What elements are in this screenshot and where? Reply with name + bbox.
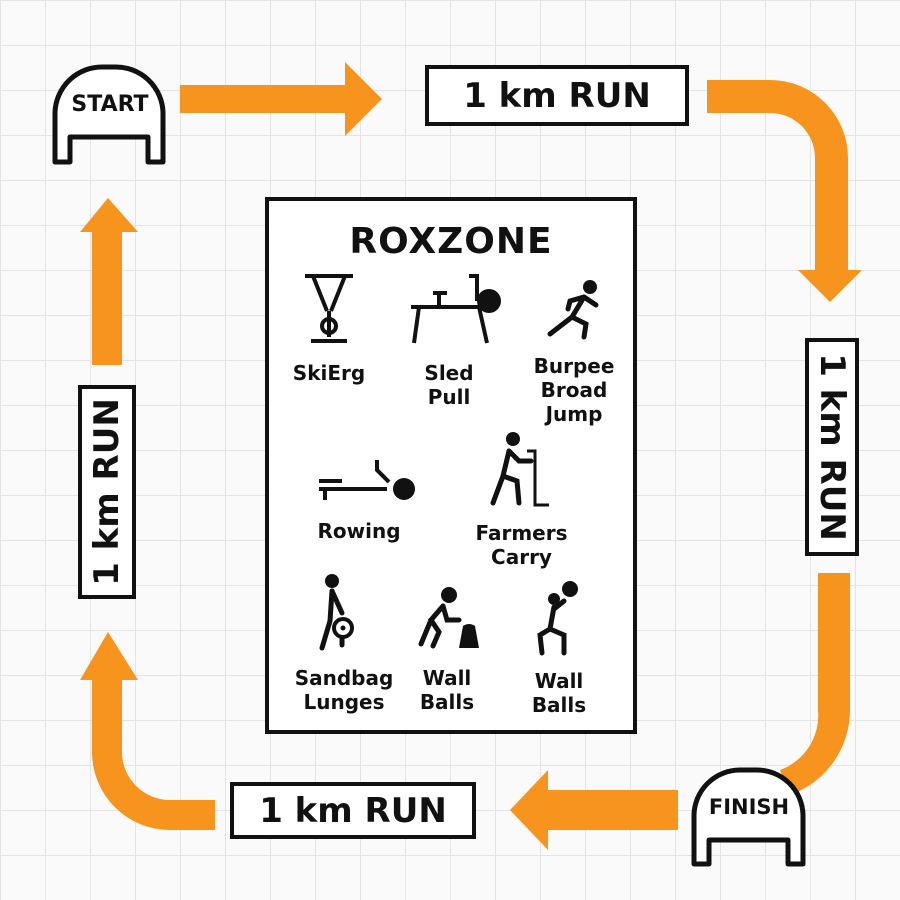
run-bottom: 1 km RUN [230,782,476,839]
finish-label: FINISH [708,795,790,819]
roxzone-title: ROXZONE [349,221,553,262]
station-label: SkiErg [292,361,366,385]
station-label: Rowing [317,519,401,543]
arrow-curve-up-icon [80,632,215,830]
run-bottom-label: 1 km RUN [259,790,447,831]
run-right: 1 km RUN [805,338,859,556]
station-label: Sled Pull [424,361,474,409]
arrow-up-icon [80,198,138,365]
wall-balls-crouch-icon [418,587,479,649]
skierg-icon [305,274,353,343]
station-label: Wall Balls [419,666,475,714]
run-right-label: 1 km RUN [812,353,852,541]
arrow-right-icon [180,62,382,136]
run-top: 1 km RUN [425,65,689,126]
runner-icon [547,280,599,340]
roxzone-panel: ROXZONE SkiErg Sled Pull Burpee Broad Ju… [265,197,637,734]
station-label: Farmers Carry [475,521,568,569]
station-label: Sandbag Lunges [294,666,394,714]
finish-gate-icon [691,767,806,867]
farmers-carry-icon [490,432,549,507]
run-top-label: 1 km RUN [463,75,651,116]
arrow-left-icon [510,770,678,850]
run-left-label: 1 km RUN [87,398,127,586]
station-label: Burpee Broad Jump [533,354,615,426]
arrow-curve-to-finish [780,573,851,795]
sled-pull-icon [411,274,501,344]
sandbag-lunges-icon [319,574,354,651]
wall-balls-throw-icon [537,581,578,656]
start-gate-icon [52,64,166,165]
run-left: 1 km RUN [78,385,136,599]
station-label: Wall Balls [531,669,587,717]
arrow-curve-down-icon [707,80,862,302]
rowing-machine-icon [319,460,415,500]
start-label: START [71,92,149,117]
